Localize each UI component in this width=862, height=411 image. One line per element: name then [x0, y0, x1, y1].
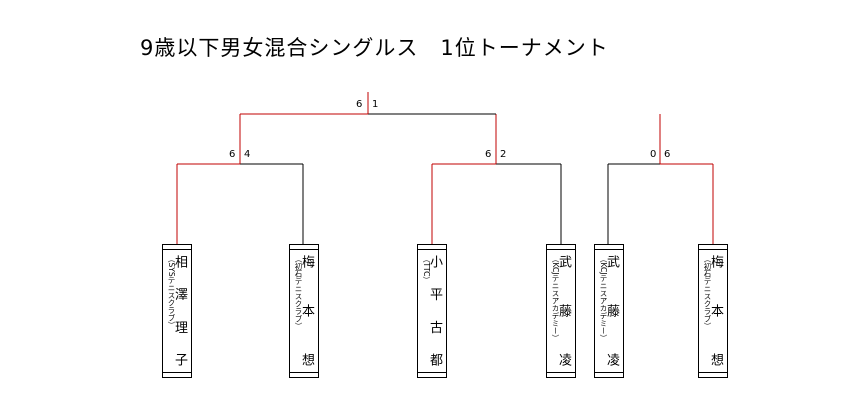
- final-left-score: 6: [356, 99, 363, 110]
- player-name: 梅本想: [711, 255, 723, 367]
- player-name: 梅本想: [302, 255, 314, 367]
- m3-left-score: 0: [650, 149, 657, 160]
- player-name: 武藤凌: [607, 255, 619, 367]
- m2-right-score: 2: [500, 149, 507, 160]
- player-club: （SYSテニスクラブ）: [167, 255, 176, 330]
- player-name: 小平古都: [430, 255, 442, 367]
- player-card: 梅本想 （初石テニスクラブ）: [289, 244, 319, 378]
- player-card: 武藤凌 （KCJテニスアカデミー）: [546, 244, 576, 378]
- player-club: （KCJテニスアカデミー）: [551, 255, 560, 342]
- m1-left-score: 6: [229, 149, 236, 160]
- player-name: 武藤凌: [559, 255, 571, 367]
- player-club: （初石テニスクラブ）: [294, 255, 303, 330]
- player-card: 梅本想 （初石テニスクラブ）: [698, 244, 728, 378]
- player-card: 武藤凌 （KCJテニスアカデミー）: [594, 244, 624, 378]
- player-card: 相澤理子 （SYSテニスクラブ）: [162, 244, 192, 378]
- player-club: （TTC）: [422, 255, 431, 284]
- player-club: （初石テニスクラブ）: [703, 255, 712, 330]
- page-title: 9歳以下男女混合シングルス 1位トーナメント: [140, 36, 609, 60]
- final-right-score: 1: [372, 99, 379, 110]
- player-name: 相澤理子: [175, 255, 187, 367]
- m1-right-score: 4: [244, 149, 251, 160]
- player-card: 小平古都 （TTC）: [417, 244, 447, 378]
- player-club: （KCJテニスアカデミー）: [599, 255, 608, 342]
- m3-right-score: 6: [664, 149, 671, 160]
- m2-left-score: 6: [485, 149, 492, 160]
